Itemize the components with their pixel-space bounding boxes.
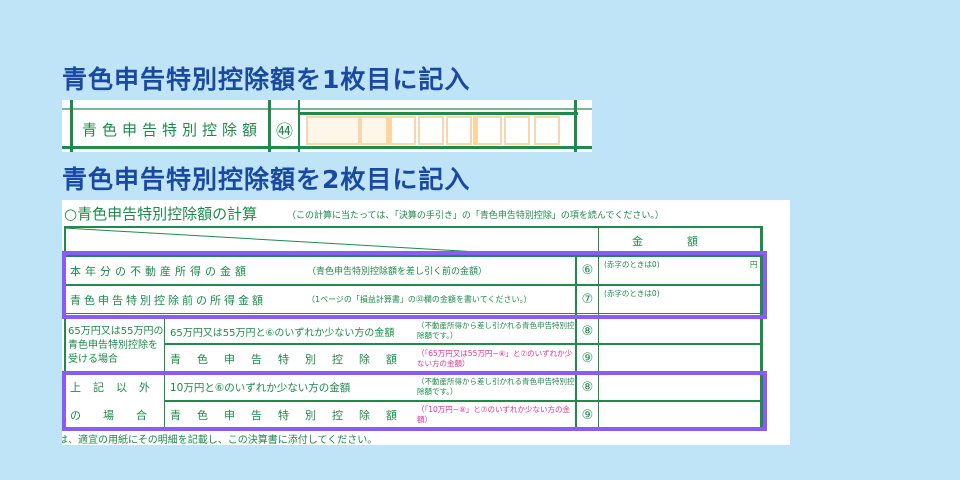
row6-hint: (赤字のときは0) xyxy=(604,259,660,269)
highlight-other-cases xyxy=(62,371,767,431)
amount-header: 金 額 xyxy=(632,235,698,248)
amount-box[interactable] xyxy=(534,116,560,145)
amount-box[interactable] xyxy=(504,116,530,145)
diagonal-line xyxy=(64,227,515,255)
amount-box[interactable] xyxy=(390,116,416,145)
group2-row8-number: ⑧ xyxy=(581,379,594,395)
amount-box[interactable] xyxy=(446,116,472,145)
row6-unit: 円 xyxy=(750,259,758,269)
group2-row9-note: （「10万円−⑧」と⑦のいずれか少ない方の金額） xyxy=(417,405,571,424)
group1-row8-amount-input[interactable] xyxy=(600,319,758,343)
group2-row8-label: 10万円と⑥のいずれか少ない方の金額 xyxy=(170,381,351,394)
group1-row9-number: ⑨ xyxy=(581,351,594,366)
amount-box[interactable] xyxy=(418,116,444,145)
row7-note: （1ページの「損益計算書」の㉝欄の金額を書いてください。） xyxy=(307,295,532,304)
group2-row8-note: （不動産所得から差し引かれる青色申告特別控除額です。） xyxy=(417,377,575,396)
group2-row9-number: ⑨ xyxy=(581,407,594,423)
group1-row8-number: ⑧ xyxy=(581,323,594,339)
group1-row9-amount-input[interactable] xyxy=(600,345,758,372)
form1-number: ㊹ xyxy=(276,121,293,142)
group2-label-top: 上記以外 xyxy=(70,381,162,394)
row6-label: 本年分の不動産所得の金額 xyxy=(70,264,250,278)
group2-row9-label: 青色申告特別控除額 xyxy=(170,409,413,422)
form-excerpt-sheet1: 青色申告特別控除額 ㊹ xyxy=(62,100,592,152)
row6-note: （青色申告特別控除額を差し引く前の金額） xyxy=(307,267,488,277)
form-excerpt-sheet2: ○青色申告特別控除額の計算 （この計算に当たっては、「決算の手引き」の「青色申告… xyxy=(62,200,790,445)
group1-row9-note: （「65万円又は55万円−⑧」と⑦のいずれか少ない方の金額） xyxy=(417,348,573,368)
section-title: ○青色申告特別控除額の計算 xyxy=(64,204,258,223)
heading-first-sheet: 青色申告特別控除額を1枚目に記入 xyxy=(62,65,471,94)
highlight-rows-6-7 xyxy=(62,251,767,319)
form1-label: 青色申告特別控除額 xyxy=(82,120,263,139)
row7-hint: (赤字のときは0) xyxy=(604,288,660,298)
footer-note: は、適宜の用紙にその明細を記載し、この決算書に添付してください。 xyxy=(62,434,378,446)
group1-row8-label: 65万円又は55万円と⑥のいずれか少ない方の金額 xyxy=(170,327,395,339)
heading-second-sheet: 青色申告特別控除額を2枚目に記入 xyxy=(62,165,471,194)
amount-box[interactable] xyxy=(306,116,360,145)
group1-row8-note: （不動産所得から差し引かれる青色申告特別控除額です。） xyxy=(417,321,575,340)
group1-row9-label: 青色申告特別控除額 xyxy=(170,352,413,366)
row7-label: 青色申告特別控除前の所得金額 xyxy=(70,293,266,307)
amount-box[interactable] xyxy=(360,116,388,145)
row6-number: ⑥ xyxy=(581,263,594,278)
row7-number: ⑦ xyxy=(581,292,594,307)
amount-box[interactable] xyxy=(476,116,502,145)
section-note: （この計算に当たっては、「決算の手引き」の「青色申告特別控除」の項を読んでくださ… xyxy=(287,210,664,221)
group2-label-bottom: の場合 xyxy=(70,409,169,422)
group1-label: 65万円又は55万円の青色申告特別控除を受ける場合 xyxy=(68,325,164,365)
